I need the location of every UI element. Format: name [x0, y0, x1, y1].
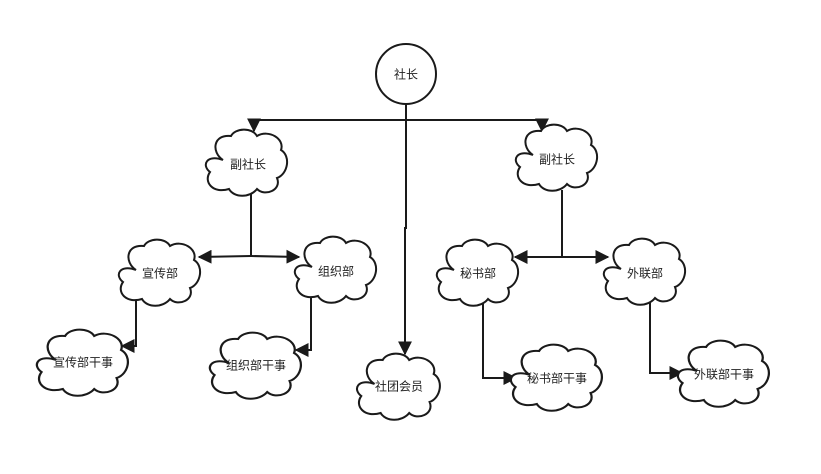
edge-publicity-staff	[120, 297, 137, 353]
node-secretariat-staff: 秘书部干事	[509, 343, 604, 412]
node-publicity-label: 宣传部	[142, 266, 178, 281]
node-members-label: 社团会员	[375, 379, 423, 394]
edge-secretariat-staff	[482, 300, 518, 385]
node-organization-staff-label: 组织部干事	[226, 358, 286, 373]
node-external-staff-label: 外联部干事	[694, 367, 754, 382]
edge-president-members	[398, 120, 412, 356]
edge-vp-left-publicity	[197, 249, 252, 264]
node-external-staff: 外联部干事	[676, 339, 771, 408]
node-members: 社团会员	[355, 352, 441, 421]
edge-bus-vp-left	[247, 118, 406, 133]
node-secretariat-label: 秘书部	[460, 266, 496, 281]
node-vp-right: 副社长	[514, 123, 599, 192]
node-vp-left: 副社长	[204, 128, 289, 197]
node-organization-label: 组织部	[318, 264, 354, 279]
node-president-label: 社长	[394, 67, 418, 82]
node-organization-staff: 组织部干事	[208, 331, 303, 400]
edge-vp-left-organization	[250, 249, 301, 264]
node-external: 外联部	[602, 237, 687, 306]
edge-bus-vp-right	[406, 118, 549, 133]
node-publicity: 宣传部	[117, 238, 202, 307]
node-vp-left-label: 副社长	[230, 157, 266, 172]
node-organization: 组织部	[293, 235, 378, 304]
node-president: 社长	[375, 43, 437, 105]
node-publicity-staff-label: 宣传部干事	[53, 355, 113, 370]
node-publicity-staff: 宣传部干事	[35, 328, 130, 397]
node-external-label: 外联部	[627, 266, 663, 281]
connector-lines	[120, 102, 684, 385]
edge-organization-staff	[294, 297, 312, 357]
diagram-nodes: 社长 副社长 副社长 宣传部 组织部 秘书部 外联部	[35, 43, 771, 421]
node-secretariat: 秘书部	[435, 238, 520, 307]
node-secretariat-staff-label: 秘书部干事	[527, 371, 587, 386]
edge-external-staff	[649, 300, 684, 380]
node-vp-right-label: 副社长	[539, 152, 575, 167]
